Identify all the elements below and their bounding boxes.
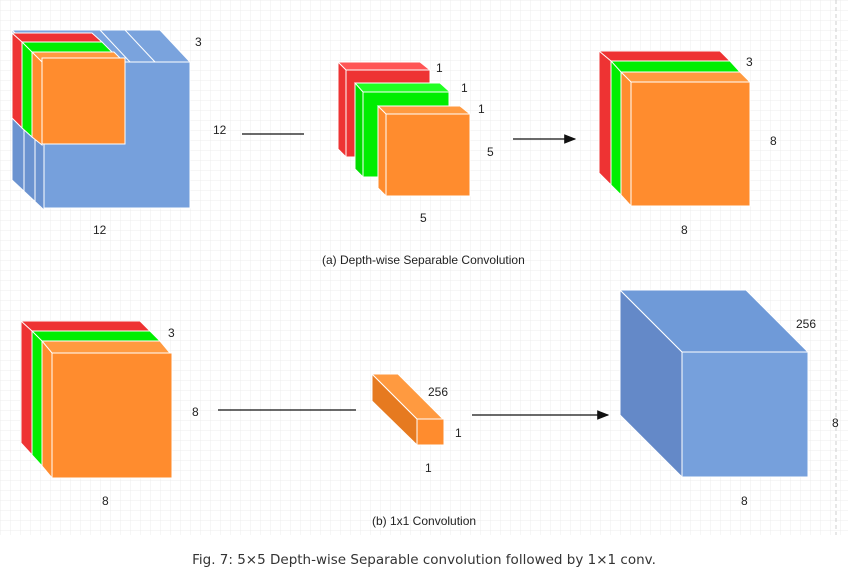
input-height-label: 12	[213, 123, 227, 137]
input-width-label: 12	[93, 223, 107, 237]
kernel-depth-label-1: 1	[436, 61, 443, 75]
b-output-height-label: 8	[832, 416, 839, 430]
figure-caption: Fig. 7: 5×5 Depth-wise Separable convolu…	[192, 552, 656, 568]
output-height-label: 8	[770, 134, 777, 148]
b-input-depth-label: 3	[168, 326, 175, 340]
kernel-1x1x256	[370, 372, 445, 447]
kernel-width-label: 5	[420, 211, 427, 225]
kernel-height-label: 5	[487, 145, 494, 159]
input-depth-label: 3	[195, 35, 202, 49]
kernel-depth-label-3: 1	[478, 102, 485, 116]
input-stack-8x8x3	[19, 320, 173, 480]
b-kernel-height-label: 1	[455, 426, 462, 440]
b-kernel-width-label: 1	[425, 461, 432, 475]
kernel-overlay-on-input	[10, 32, 126, 147]
output-depth-label: 3	[746, 55, 753, 69]
output-stack-8x8x3	[597, 50, 752, 208]
panel-a-caption: (a) Depth-wise Separable Convolution	[322, 253, 525, 267]
b-output-depth-label: 256	[796, 317, 816, 331]
panel-b-caption: (b) 1x1 Convolution	[372, 514, 476, 528]
b-kernel-depth-label: 256	[428, 385, 448, 399]
kernel-orange-5x5x1	[376, 105, 472, 198]
output-width-label: 8	[681, 223, 688, 237]
b-input-height-label: 8	[192, 405, 199, 419]
b-input-width-label: 8	[102, 494, 109, 508]
kernel-depth-label-2: 1	[461, 81, 468, 95]
output-cube-8x8x256	[618, 288, 810, 479]
b-output-width-label: 8	[741, 494, 748, 508]
